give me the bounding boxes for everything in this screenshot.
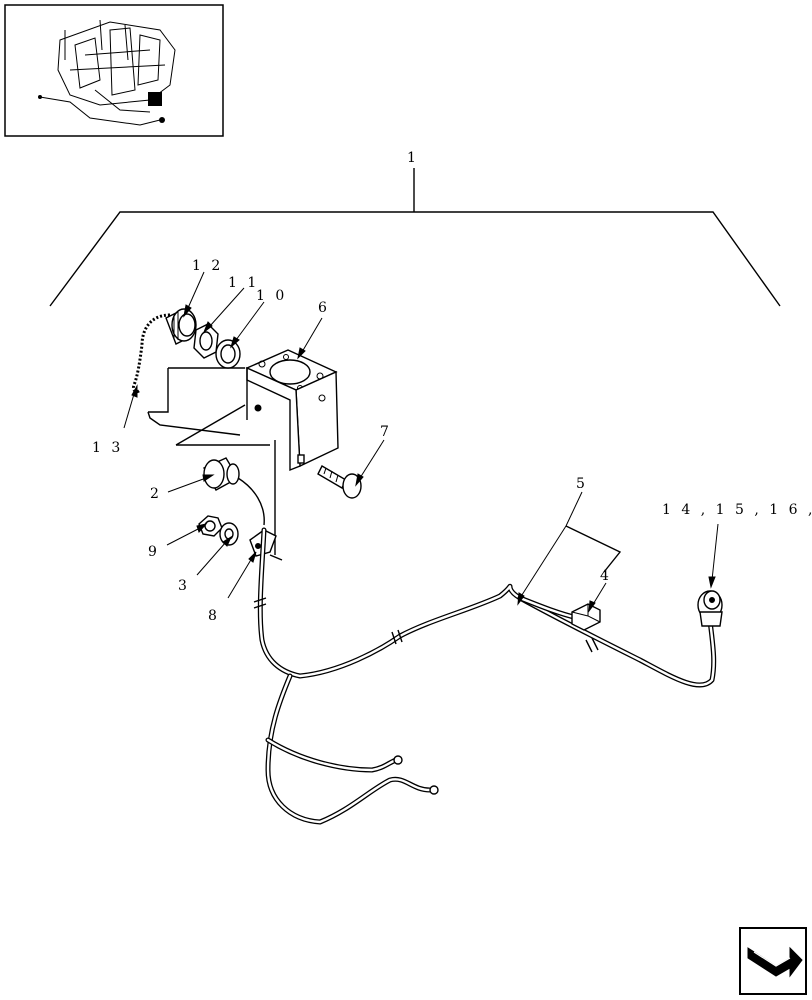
bolt-7	[317, 465, 362, 499]
socket-bracket	[245, 349, 339, 472]
callout-9: 9	[148, 544, 160, 560]
lock-washer-3	[219, 522, 239, 546]
assembly-bracket	[49, 168, 781, 307]
next-page-arrow-icon[interactable]	[739, 927, 807, 995]
callout-13: 1 3	[92, 440, 123, 456]
wiring-harness	[253, 527, 717, 825]
callout-4: 4	[600, 568, 612, 584]
callout-12: 1 2	[192, 258, 223, 274]
callout-5: 5	[576, 476, 588, 492]
connector-4	[571, 603, 601, 631]
machine-overview-thumbnail-icon	[4, 4, 224, 137]
rear-socket	[697, 590, 723, 627]
callout-1: 1	[407, 150, 419, 166]
callout-2: 2	[150, 486, 162, 502]
washer-10	[215, 339, 241, 369]
callout-6: 6	[318, 300, 330, 316]
callout-10: 1 0	[256, 288, 287, 304]
callout-3: 3	[178, 578, 190, 594]
callout-14-15-16-17: 1 4 , 1 5 , 1 6 , 1 7	[662, 502, 812, 518]
socket-cap	[165, 308, 197, 345]
cap-chain	[132, 313, 171, 394]
sensor-2	[203, 457, 265, 526]
callout-8: 8	[208, 608, 220, 624]
callout-11: 1 1	[228, 275, 259, 291]
callout-7: 7	[380, 424, 392, 440]
mounting-panel	[147, 367, 283, 561]
leader-lines	[123, 271, 719, 613]
